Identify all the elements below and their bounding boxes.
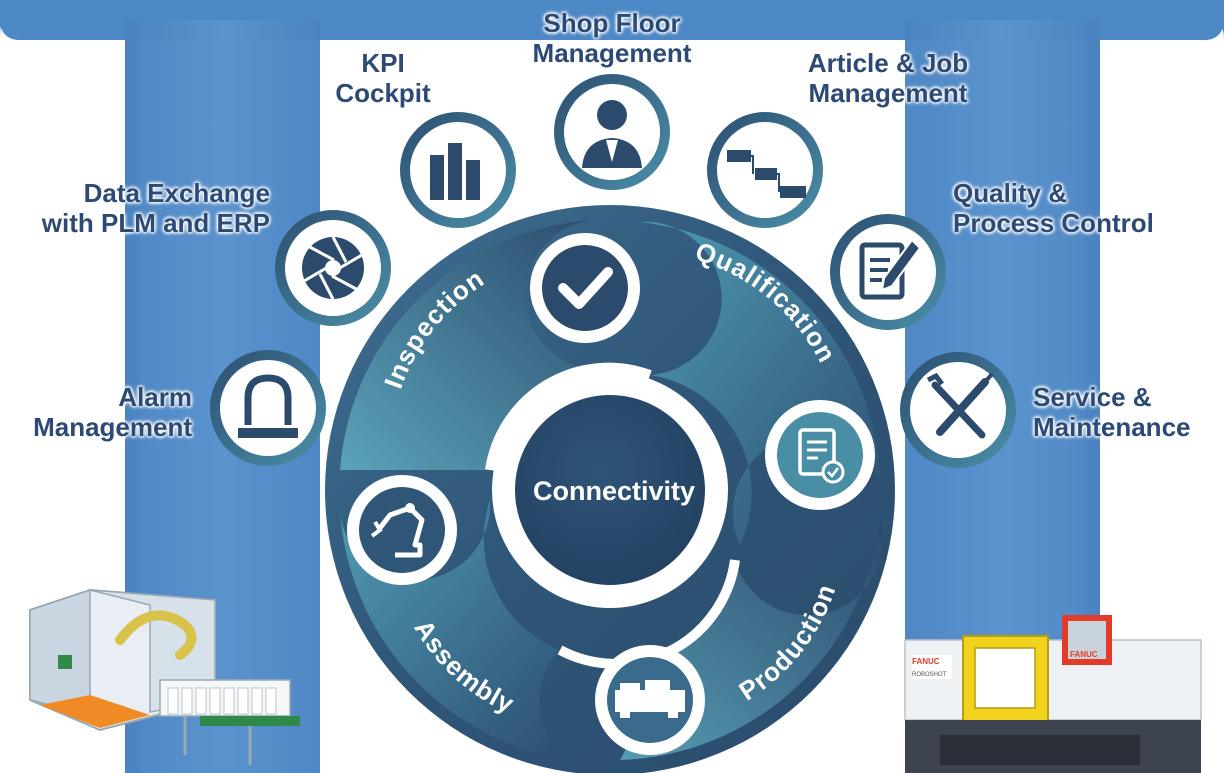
machine-brand-label: FANUC xyxy=(912,657,940,666)
manager-icon xyxy=(554,74,670,190)
edit-document-icon xyxy=(830,214,946,330)
center-circle xyxy=(515,395,705,585)
segment-qualification xyxy=(640,221,880,545)
machine-screen-brand: FANUC xyxy=(1070,650,1098,659)
label-line: Management xyxy=(33,412,192,442)
check-icon xyxy=(530,233,640,343)
label-article-job-management: Article & Job Management xyxy=(778,48,998,108)
label-alarm-management: Alarm Management xyxy=(0,382,192,442)
label-line: Management xyxy=(808,78,968,108)
certificate-icon xyxy=(765,400,875,510)
label-line: Cockpit xyxy=(335,78,431,108)
label-data-exchange: Data Exchange with PLM and ERP xyxy=(0,178,270,238)
module-icons xyxy=(210,74,1016,468)
label-line: Article & Job xyxy=(807,48,969,78)
robot-arm-icon xyxy=(347,475,457,585)
label-service-maintenance: Service & Maintenance xyxy=(1033,382,1218,442)
label-line: Alarm xyxy=(118,382,192,412)
robot-cell-illustration xyxy=(29,588,300,765)
injection-machine-icon xyxy=(595,645,705,755)
label-line: Process Control xyxy=(953,208,1154,238)
label-line: Maintenance xyxy=(1033,412,1191,442)
segment-inspection xyxy=(340,220,600,470)
label-kpi-cockpit: KPI Cockpit xyxy=(318,48,448,108)
segment-assembly xyxy=(340,500,570,760)
label-line: Shop Floor xyxy=(543,8,681,38)
label-line: KPI xyxy=(361,48,405,78)
label-line: Data Exchange xyxy=(83,178,270,208)
label-quality-process-control: Quality & Process Control xyxy=(953,178,1213,238)
aperture-icon xyxy=(275,210,391,326)
label-line: with PLM and ERP xyxy=(41,208,270,238)
label-line: Quality & xyxy=(953,178,1068,208)
inner-icons xyxy=(347,233,875,755)
gantt-icon xyxy=(707,112,823,228)
center-label: Connectivity xyxy=(533,476,695,506)
tools-icon xyxy=(900,352,1016,468)
label-line: Management xyxy=(532,38,692,68)
bar-chart-icon xyxy=(400,112,516,228)
injection-molding-machine-illustration: FANUC ROBOSHOT FANUC xyxy=(904,615,1202,773)
label-shop-floor-management: Shop Floor Management xyxy=(512,8,712,68)
alarm-light-icon xyxy=(210,350,326,466)
label-line: Service & xyxy=(1033,382,1152,412)
machine-model-label: ROBOSHOT xyxy=(912,672,947,678)
